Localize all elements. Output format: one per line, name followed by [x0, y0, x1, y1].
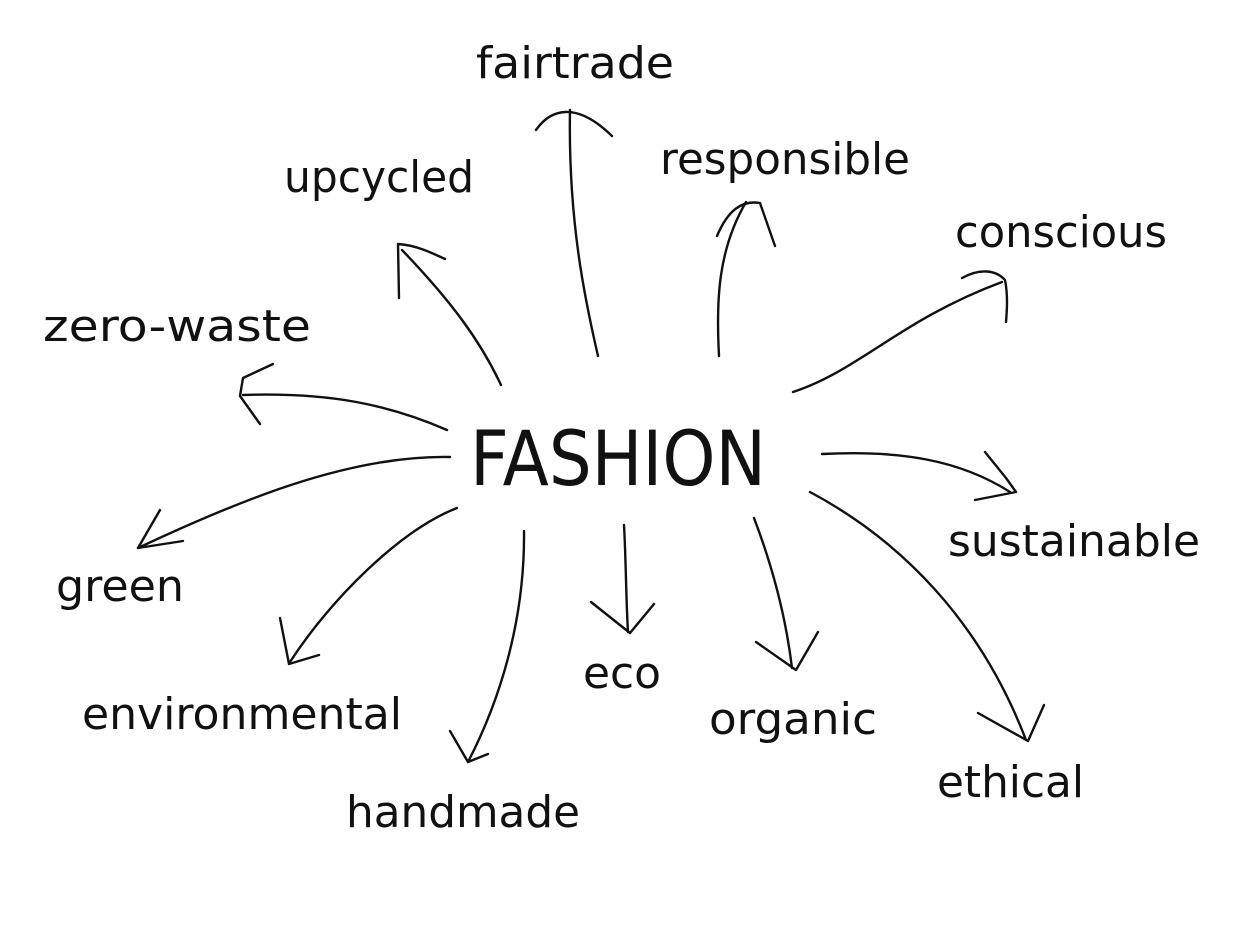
arrow-to-zero-waste [238, 362, 449, 432]
arrow-to-eco [589, 523, 656, 635]
word-responsible: responsible [660, 134, 910, 185]
arrow-to-handmade [448, 529, 526, 764]
word-ethical: ethical [937, 757, 1084, 808]
word-environmental: environmental [82, 689, 402, 740]
arrow-to-responsible [715, 200, 777, 358]
word-fairtrade: fairtrade [476, 38, 674, 89]
arrow-to-environmental [278, 506, 459, 666]
arrow-to-upcycled [396, 242, 503, 387]
arrow-to-sustainable [820, 450, 1018, 502]
word-green: green [56, 561, 184, 612]
word-organic: organic [709, 694, 877, 745]
arrow-to-fairtrade [534, 108, 614, 358]
arrow-to-conscious [791, 270, 1009, 394]
word-eco: eco [583, 648, 661, 699]
word-upcycled: upcycled [284, 152, 474, 203]
word-conscious: conscious [955, 207, 1167, 258]
arrow-to-organic [752, 516, 820, 672]
arrow-to-green [136, 455, 452, 550]
word-handmade: handmade [346, 787, 580, 838]
center-label: FASHION [470, 414, 766, 503]
word-sustainable: sustainable [948, 516, 1200, 567]
word-zero-waste: zero-waste [43, 301, 311, 352]
arrow-to-ethical [808, 490, 1046, 743]
